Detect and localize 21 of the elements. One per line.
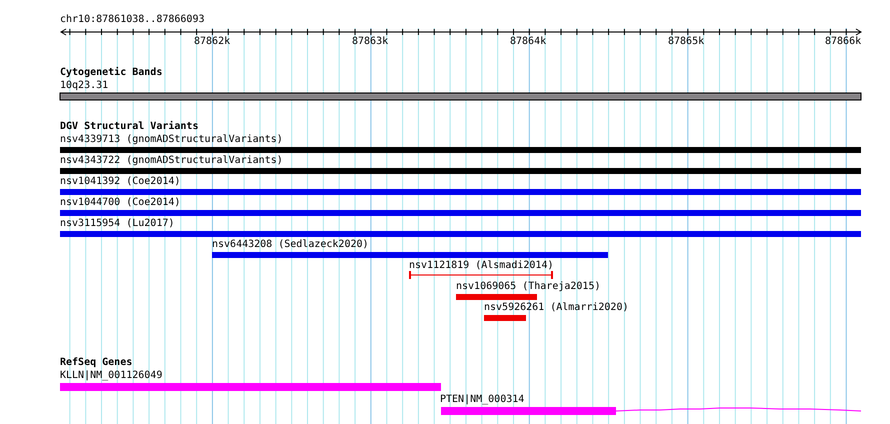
variant-label: nsv3115954 (Lu2017) xyxy=(60,218,174,230)
band-label: 10q23.31 xyxy=(60,80,108,92)
variant-label: nsv4343722 (gnomADStructuralVariants) xyxy=(60,155,283,167)
tick-label: 87864k xyxy=(510,36,546,48)
variant-label: nsv4339713 (gnomADStructuralVariants) xyxy=(60,134,283,146)
track-title: DGV Structural Variants xyxy=(60,121,198,133)
track-title: RefSeq Genes xyxy=(60,357,132,369)
tick-label: 87865k xyxy=(668,36,704,48)
variant-label: nsv1121819 (Alsmadi2014) xyxy=(409,260,554,272)
variant-label: nsv1041392 (Coe2014) xyxy=(60,176,180,188)
gene-label: KLLN|NM_001126049 xyxy=(60,370,162,382)
tick-label: 87863k xyxy=(352,36,388,48)
track-title: Cytogenetic Bands xyxy=(60,67,162,79)
tick-label: 87866k xyxy=(825,36,862,48)
variant-label: nsv1069065 (Thareja2015) xyxy=(456,281,600,293)
variant-label: nsv1044700 (Coe2014) xyxy=(60,197,180,209)
variant-label: nsv6443208 (Sedlazeck2020) xyxy=(212,239,369,251)
variant-label: nsv5926261 (Almarri2020) xyxy=(484,302,628,314)
gene-label: PTEN|NM_000314 xyxy=(440,394,524,406)
tick-label: 87862k xyxy=(194,36,230,48)
coordinate-label: chr10:87861038..87866093 xyxy=(60,14,204,26)
